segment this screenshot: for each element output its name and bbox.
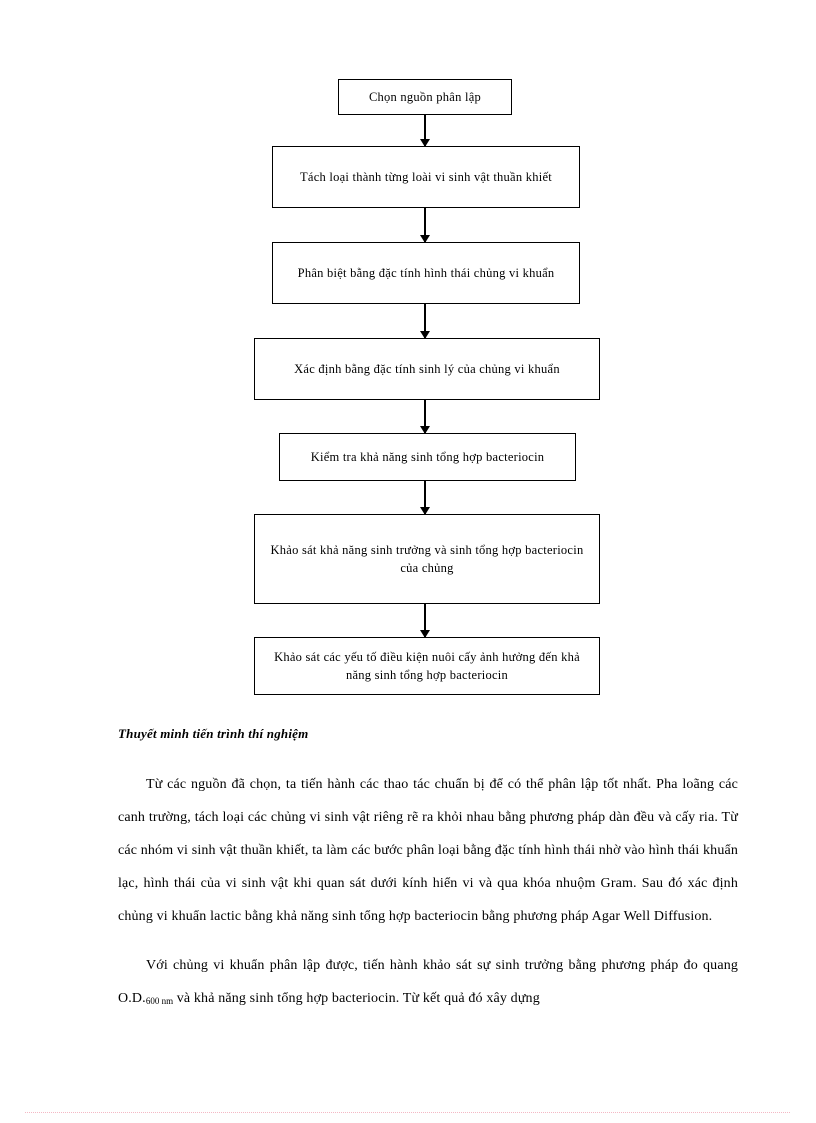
paragraph-2-part1: Với chủng vi khuẩn phân lập được, tiến h… (118, 958, 738, 1006)
flowchart-box-4: Xác định bằng đặc tính sinh lý của chủng… (254, 338, 600, 400)
flowchart-arrow-2 (424, 208, 426, 242)
paragraph-2-subscript: 600 nm (145, 995, 174, 1006)
flowchart-box-7-label: Khảo sát các yếu tố điều kiện nuôi cấy ả… (274, 649, 580, 682)
flowchart-arrow-4 (424, 400, 426, 433)
body-text-block: Thuyết minh tiến trình thí nghiệm Từ các… (118, 726, 738, 1034)
flowchart-box-4-label: Xác định bằng đặc tính sinh lý của chủng… (294, 361, 560, 376)
experiment-flowchart: Chọn nguồn phân lập Tách loại thành từng… (0, 0, 816, 710)
section-heading: Thuyết minh tiến trình thí nghiệm (118, 726, 309, 741)
flowchart-box-5-label: Kiểm tra khả năng sinh tổng hợp bacterio… (310, 449, 545, 464)
flowchart-box-6-label: Khảo sát khả năng sinh trưởng và sinh tổ… (270, 542, 584, 575)
flowchart-box-3-label: Phân biệt bằng đặc tính hình thái chủng … (297, 265, 555, 280)
flowchart-arrow-6 (424, 604, 426, 637)
flowchart-box-2: Tách loại thành từng loài vi sinh vật th… (272, 146, 580, 208)
paragraph-2-part2: và khả năng sinh tổng hợp bacteriocin. T… (173, 991, 540, 1006)
flowchart-arrow-1 (424, 115, 426, 146)
flowchart-box-1-label: Chọn nguồn phân lập (368, 89, 482, 104)
footer-divider (25, 1112, 790, 1113)
flowchart-box-3: Phân biệt bằng đặc tính hình thái chủng … (272, 242, 580, 304)
flowchart-box-1: Chọn nguồn phân lập (338, 79, 512, 115)
flowchart-arrow-5 (424, 481, 426, 514)
flowchart-box-5: Kiểm tra khả năng sinh tổng hợp bacterio… (279, 433, 576, 481)
flowchart-box-2-label: Tách loại thành từng loài vi sinh vật th… (300, 169, 552, 184)
flowchart-box-7: Khảo sát các yếu tố điều kiện nuôi cấy ả… (254, 637, 600, 695)
paragraph-2: Với chủng vi khuẩn phân lập được, tiến h… (118, 949, 738, 1018)
flowchart-box-6: Khảo sát khả năng sinh trưởng và sinh tổ… (254, 514, 600, 604)
flowchart-arrow-3 (424, 304, 426, 338)
paragraph-1: Từ các nguồn đã chọn, ta tiến hành các t… (118, 777, 738, 924)
